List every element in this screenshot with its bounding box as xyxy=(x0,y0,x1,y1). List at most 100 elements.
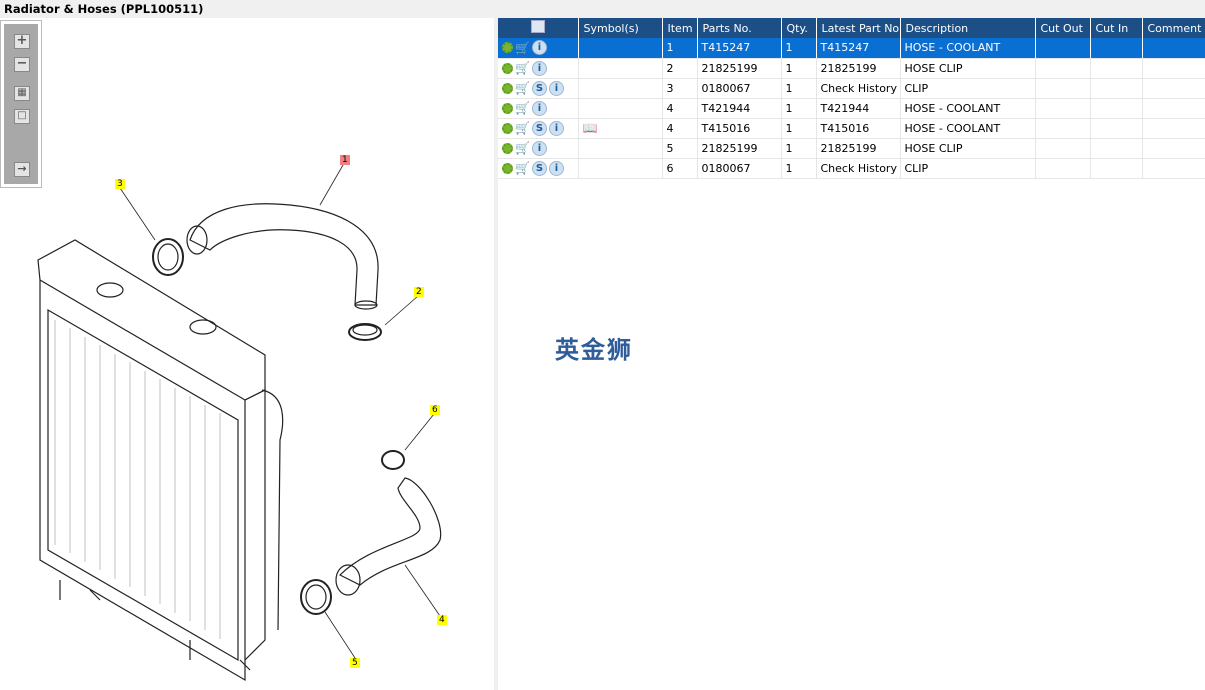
column-header-comment[interactable]: Comment xyxy=(1142,18,1205,38)
info-icon[interactable]: i xyxy=(548,80,564,96)
column-header-actions[interactable] xyxy=(498,18,579,38)
column-header-qty[interactable]: Qty. xyxy=(781,18,817,38)
gear-icon[interactable] xyxy=(502,102,513,114)
part-number-cell: 0180067 xyxy=(697,158,782,179)
latest-part-cell: T415016 xyxy=(816,118,901,139)
column-header-symbol-s[interactable]: Symbol(s) xyxy=(578,18,663,38)
symbols-cell xyxy=(578,158,663,179)
callout-3[interactable]: 3 xyxy=(115,179,125,189)
window-title: Radiator & Hoses (PPL100511) xyxy=(0,0,1205,18)
item-cell: 2 xyxy=(662,58,698,79)
supersession-icon[interactable]: S xyxy=(531,80,547,96)
callout-2[interactable]: 2 xyxy=(414,287,424,297)
zoom-in-button[interactable]: + xyxy=(14,34,30,49)
cut-in-cell xyxy=(1090,38,1143,59)
supersession-icon[interactable]: S xyxy=(531,160,547,176)
search-parts-icon[interactable] xyxy=(530,20,545,33)
cart-icon[interactable]: 🛒 xyxy=(515,141,530,155)
cut-out-cell xyxy=(1035,98,1091,119)
book-icon[interactable]: 📖 xyxy=(582,121,598,135)
cart-icon[interactable]: 🛒 xyxy=(515,61,530,75)
row-actions: 🛒i xyxy=(498,58,579,79)
callout-5[interactable]: 5 xyxy=(350,658,360,668)
column-header-latest-part-no[interactable]: Latest Part No. xyxy=(816,18,901,38)
cut-in-cell xyxy=(1090,118,1143,139)
description-cell: HOSE - COOLANT xyxy=(900,118,1036,139)
gear-icon[interactable] xyxy=(502,122,513,134)
cart-icon[interactable]: 🛒 xyxy=(515,40,530,55)
row-actions: 🛒i xyxy=(498,138,579,159)
cart-icon[interactable]: 🛒 xyxy=(515,161,530,175)
cart-icon[interactable]: 🛒 xyxy=(515,121,530,135)
diagram-panel[interactable]: + − ▦ □ → 1 2 3 4 5 6 xyxy=(0,18,494,690)
comment-cell xyxy=(1142,58,1205,79)
cut-in-cell xyxy=(1090,158,1143,179)
column-header-parts-no[interactable]: Parts No. xyxy=(697,18,782,38)
item-cell: 1 xyxy=(662,38,698,59)
cut-out-cell xyxy=(1035,158,1091,179)
info-icon[interactable]: i xyxy=(531,60,547,76)
supersession-icon[interactable]: S xyxy=(531,120,547,136)
zoom-out-button[interactable]: − xyxy=(14,57,30,72)
info-icon[interactable]: i xyxy=(531,100,547,116)
comment-cell xyxy=(1142,118,1205,139)
callout-1[interactable]: 1 xyxy=(340,155,350,165)
parts-diagram xyxy=(37,164,442,682)
zoom-toolbar: + − ▦ □ → xyxy=(0,20,42,188)
column-header-cut-in[interactable]: Cut In xyxy=(1090,18,1143,38)
export-button[interactable]: → xyxy=(14,162,30,177)
info-icon[interactable]: i xyxy=(531,140,547,156)
symbols-cell xyxy=(578,78,663,99)
qty-cell: 1 xyxy=(781,58,817,79)
cart-icon[interactable]: 🛒 xyxy=(515,81,530,95)
qty-cell: 1 xyxy=(781,158,817,179)
info-icon[interactable]: i xyxy=(548,160,564,176)
symbols-cell: 📖 xyxy=(578,118,663,139)
description-cell: HOSE - COOLANT xyxy=(900,98,1036,119)
cut-out-cell xyxy=(1035,58,1091,79)
description-cell: CLIP xyxy=(900,158,1036,179)
column-header-item[interactable]: Item xyxy=(662,18,698,38)
latest-part-cell: 21825199 xyxy=(816,138,901,159)
description-cell: HOSE CLIP xyxy=(900,138,1036,159)
watermark: 英金狮 xyxy=(555,336,633,364)
part-number-cell: 21825199 xyxy=(697,138,782,159)
gear-icon[interactable] xyxy=(502,42,513,54)
callout-6[interactable]: 6 xyxy=(430,405,440,415)
cart-icon[interactable]: 🛒 xyxy=(515,101,530,115)
cut-out-cell xyxy=(1035,138,1091,159)
description-cell: HOSE CLIP xyxy=(900,58,1036,79)
panel-splitter[interactable] xyxy=(494,18,498,690)
actual-size-button[interactable]: □ xyxy=(14,109,30,124)
fit-to-window-button[interactable]: ▦ xyxy=(14,86,30,101)
column-header-cut-out[interactable]: Cut Out xyxy=(1035,18,1091,38)
cut-in-cell xyxy=(1090,138,1143,159)
part-number-cell: T415016 xyxy=(697,118,782,139)
gear-icon[interactable] xyxy=(502,62,513,74)
gear-icon[interactable] xyxy=(502,82,513,94)
gear-icon[interactable] xyxy=(502,162,513,174)
info-icon[interactable]: i xyxy=(531,40,547,56)
cut-out-cell xyxy=(1035,38,1091,59)
part-number-cell: T415247 xyxy=(697,38,782,59)
callout-4[interactable]: 4 xyxy=(437,615,447,625)
column-header-description[interactable]: Description xyxy=(900,18,1036,38)
cut-in-cell xyxy=(1090,58,1143,79)
item-cell: 4 xyxy=(662,118,698,139)
gear-icon[interactable] xyxy=(502,142,513,154)
item-cell: 6 xyxy=(662,158,698,179)
symbols-cell xyxy=(578,38,663,59)
description-cell: CLIP xyxy=(900,78,1036,99)
cut-out-cell xyxy=(1035,78,1091,99)
latest-part-cell: T415247 xyxy=(816,38,901,59)
info-icon[interactable]: i xyxy=(548,120,564,136)
symbols-cell xyxy=(578,98,663,119)
